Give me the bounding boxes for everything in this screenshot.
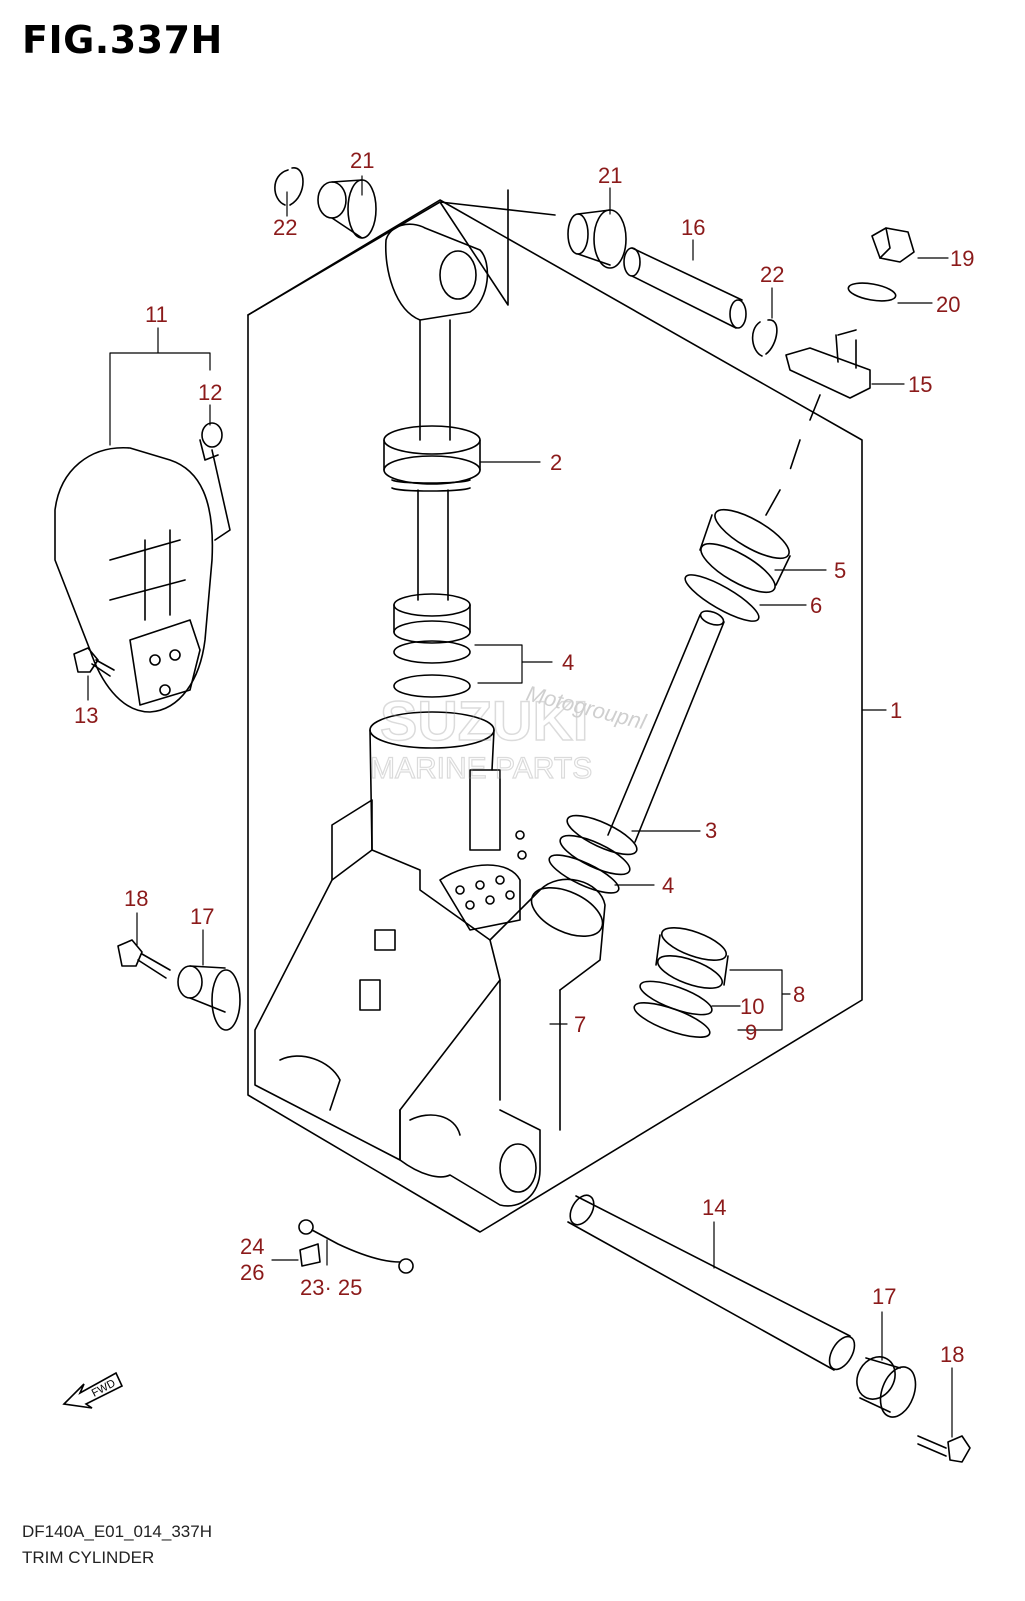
callout-21a: 21 xyxy=(350,148,374,173)
callout-1: 1 xyxy=(890,698,902,723)
callout-4a: 4 xyxy=(562,650,574,675)
callout-13: 13 xyxy=(74,703,98,728)
callout-5: 5 xyxy=(834,558,846,583)
snap-ring-22a xyxy=(274,167,304,206)
ground-wire-23 xyxy=(298,1219,414,1274)
callout-9: 9 xyxy=(745,1020,757,1045)
bolt-18b xyxy=(917,1435,971,1463)
watermark: SUZUKI MARINE PARTS Motogroupnl xyxy=(369,681,649,786)
bushing-21b xyxy=(567,209,627,269)
bushing-17b xyxy=(856,1356,917,1418)
pin-16 xyxy=(623,247,747,329)
bolt-13 xyxy=(73,647,115,677)
bolt-18a xyxy=(117,939,171,979)
callout-3: 3 xyxy=(705,818,717,843)
callout-12: 12 xyxy=(198,380,222,405)
figure-name: TRIM CYLINDER xyxy=(22,1548,155,1567)
callout-24: 24 xyxy=(240,1234,264,1259)
callout-26: 26 xyxy=(240,1260,264,1285)
callout-23-25: 23· 25 xyxy=(300,1275,362,1300)
fwd-label: FWD xyxy=(90,1377,118,1399)
washer-20 xyxy=(847,282,897,302)
callout-18b: 18 xyxy=(940,1342,964,1367)
piston-rod xyxy=(417,489,449,601)
grommet-12 xyxy=(199,422,231,541)
leader-15 xyxy=(765,394,821,516)
callout-16: 16 xyxy=(681,215,705,240)
callout-20: 20 xyxy=(936,292,960,317)
rod-3 xyxy=(559,610,725,876)
figure-title: FIG.337H xyxy=(22,18,223,62)
callout-11: 11 xyxy=(145,302,168,327)
cap-5 xyxy=(699,508,791,594)
callout-19: 19 xyxy=(950,246,974,271)
callout-4b: 4 xyxy=(662,873,674,898)
callout-22a: 22 xyxy=(273,215,297,240)
callout-21b: 21 xyxy=(598,163,622,188)
cover-11 xyxy=(54,447,214,713)
callout-22b: 22 xyxy=(760,262,784,287)
valve-15 xyxy=(785,329,871,399)
o-ring-6 xyxy=(684,574,760,622)
fwd-arrow-icon: FWD xyxy=(62,1371,124,1409)
callout-2: 2 xyxy=(550,450,562,475)
callout-17b: 17 xyxy=(872,1284,896,1309)
bushing-17a xyxy=(177,965,241,1031)
callout-17a: 17 xyxy=(190,904,214,929)
snap-ring-22b xyxy=(751,319,778,357)
assembly-frame-box xyxy=(247,199,863,1233)
callout-8: 8 xyxy=(793,982,805,1007)
gland-2 xyxy=(383,425,481,492)
watermark-sub: MARINE PARTS xyxy=(370,752,592,785)
callout-6: 6 xyxy=(810,593,822,618)
callout-10: 10 xyxy=(740,994,764,1019)
nut-19 xyxy=(871,227,915,263)
pin-14 xyxy=(567,1194,856,1371)
o-ring-4b xyxy=(548,854,620,894)
callouts: 21 22 21 16 22 19 20 15 11 12 13 2 4 5 6… xyxy=(74,148,974,1367)
callout-18a: 18 xyxy=(124,886,148,911)
piston xyxy=(393,593,471,698)
bushing-21a xyxy=(317,179,377,239)
figure-code: DF140A_E01_014_337H xyxy=(22,1522,212,1541)
cylinder-body-7 xyxy=(254,711,606,1207)
assembly-frame xyxy=(247,189,556,316)
piston-rod-eye xyxy=(384,223,489,441)
callout-14: 14 xyxy=(702,1195,726,1220)
callout-7: 7 xyxy=(574,1012,586,1037)
callout-15: 15 xyxy=(908,372,932,397)
valve-8 xyxy=(633,927,729,1038)
leader-lines xyxy=(87,175,953,1438)
watermark-brand: SUZUKI xyxy=(380,689,588,752)
